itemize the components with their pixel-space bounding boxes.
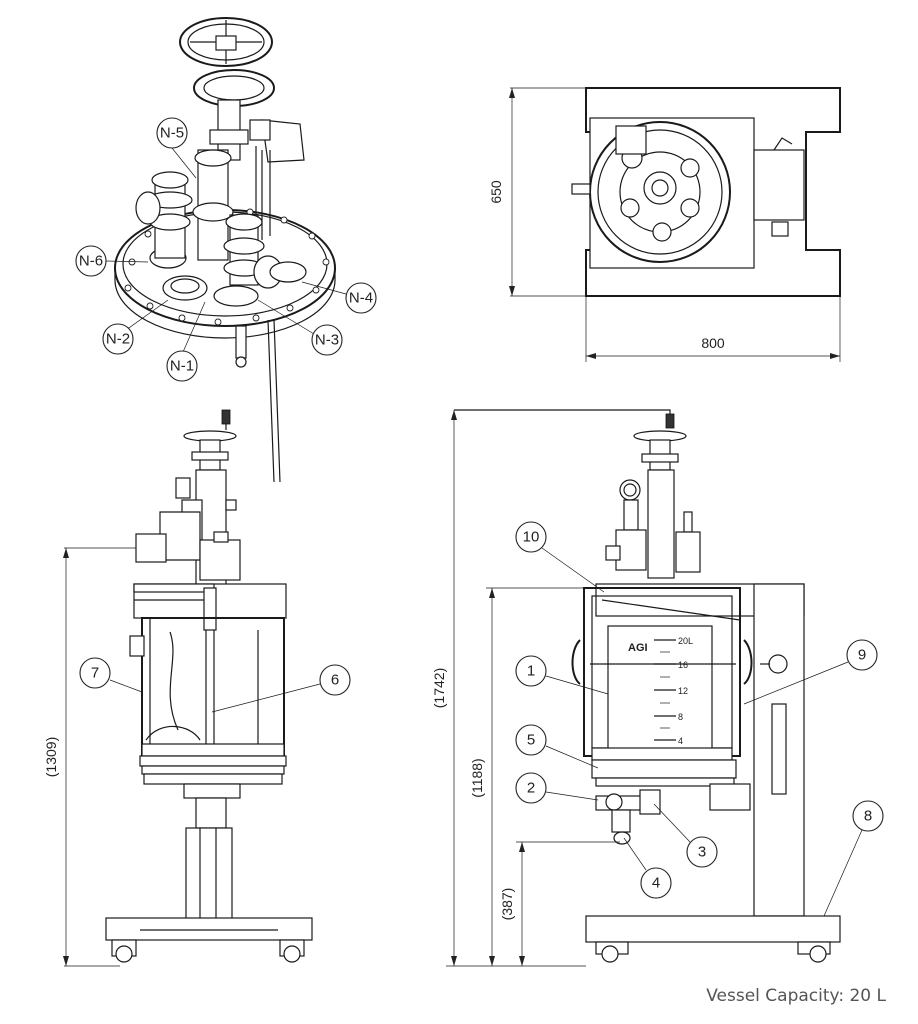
front-view: AGI 20L 16 12 8 4 — [431, 409, 884, 967]
svg-text:9: 9 — [858, 647, 866, 664]
isometric-lid-view — [114, 17, 336, 483]
svg-text:3: 3 — [698, 844, 706, 861]
callout-7: 7 — [79, 657, 143, 693]
svg-text:N-3: N-3 — [315, 332, 339, 349]
scale-marks: 20L 16 12 8 4 — [654, 636, 693, 746]
svg-text:1: 1 — [527, 663, 535, 680]
callout-n5: N-5 — [156, 117, 197, 179]
vessel-capacity-caption: Vessel Capacity: 20 L — [706, 986, 886, 1006]
svg-text:12: 12 — [678, 686, 688, 696]
vessel-label: AGI — [628, 642, 648, 654]
callout-10: 10 — [515, 521, 605, 593]
callout-3: 3 — [653, 803, 718, 868]
callout-1: 1 — [515, 655, 609, 695]
svg-text:10: 10 — [523, 529, 540, 546]
plan-view: 650 800 — [488, 87, 841, 362]
side-height-dim: (1309) — [43, 737, 59, 777]
vessel-top-dim: (1188) — [469, 758, 485, 797]
svg-text:4: 4 — [678, 736, 683, 746]
callout-n6: N-6 — [75, 245, 149, 277]
svg-text:N-4: N-4 — [349, 290, 373, 307]
callout-6: 6 — [211, 664, 351, 713]
callout-9: 9 — [743, 639, 878, 705]
callout-5: 5 — [515, 724, 599, 769]
callout-8: 8 — [823, 800, 884, 917]
callout-n2: N-2 — [102, 299, 169, 355]
side-view: (1309) 7 6 — [43, 409, 351, 967]
total-height-dim: (1742) — [431, 668, 447, 708]
plan-width-dim: 800 — [701, 335, 725, 351]
svg-text:2: 2 — [527, 780, 535, 797]
callout-n4: N-4 — [301, 281, 377, 314]
plan-depth-dim: 650 — [488, 180, 504, 204]
svg-text:N-5: N-5 — [160, 125, 184, 142]
callout-2: 2 — [515, 772, 599, 804]
callout-4: 4 — [623, 837, 672, 899]
svg-text:20L: 20L — [678, 636, 693, 646]
callout-n3: N-3 — [257, 299, 343, 356]
svg-text:6: 6 — [331, 672, 339, 689]
svg-text:16: 16 — [678, 660, 688, 670]
svg-text:7: 7 — [91, 665, 99, 682]
svg-text:8: 8 — [864, 808, 872, 825]
svg-text:N-6: N-6 — [79, 253, 103, 270]
nozzle-callouts: N-5 N-6 N-2 N-1 N-3 N-4 — [75, 117, 377, 382]
svg-text:4: 4 — [652, 875, 660, 892]
outlet-height-dim: (387) — [499, 888, 515, 921]
svg-text:N-2: N-2 — [106, 331, 130, 348]
svg-text:5: 5 — [527, 732, 535, 749]
callout-n1: N-1 — [166, 301, 206, 382]
svg-text:N-1: N-1 — [170, 358, 194, 375]
svg-text:8: 8 — [678, 712, 683, 722]
